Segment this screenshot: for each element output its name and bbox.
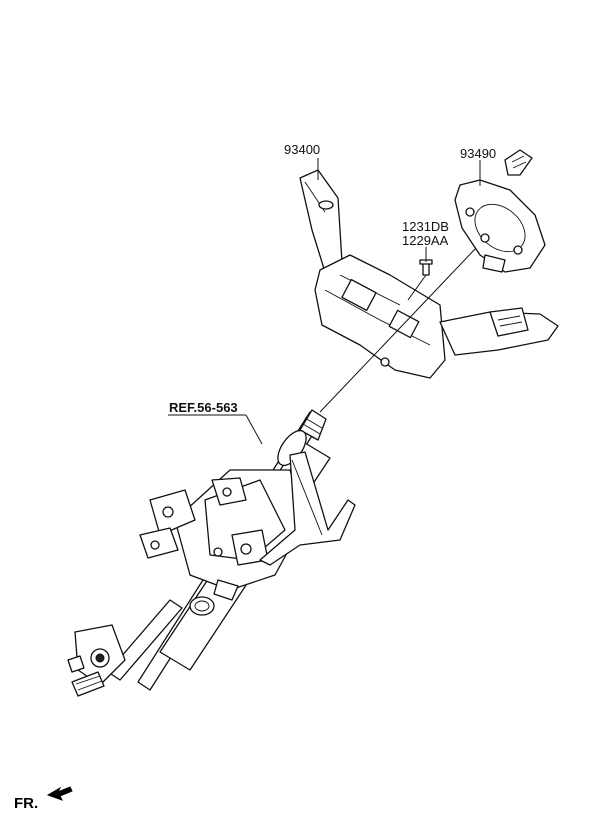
label-1229aa: 1229AA bbox=[402, 233, 449, 248]
label-93400: 93400 bbox=[284, 142, 320, 157]
label-93490: 93490 bbox=[460, 146, 496, 161]
steering-column-assembly bbox=[67, 409, 356, 697]
leader-lines bbox=[168, 158, 481, 445]
screw bbox=[419, 259, 433, 276]
front-indicator: FR. bbox=[14, 786, 73, 812]
label-reference: REF.56-563 bbox=[169, 400, 238, 415]
clock-spring bbox=[454, 149, 546, 273]
front-arrow-icon bbox=[46, 786, 73, 801]
front-label: FR. bbox=[14, 795, 38, 812]
label-1231db: 1231DB bbox=[402, 219, 449, 234]
axis-lines bbox=[319, 247, 477, 413]
